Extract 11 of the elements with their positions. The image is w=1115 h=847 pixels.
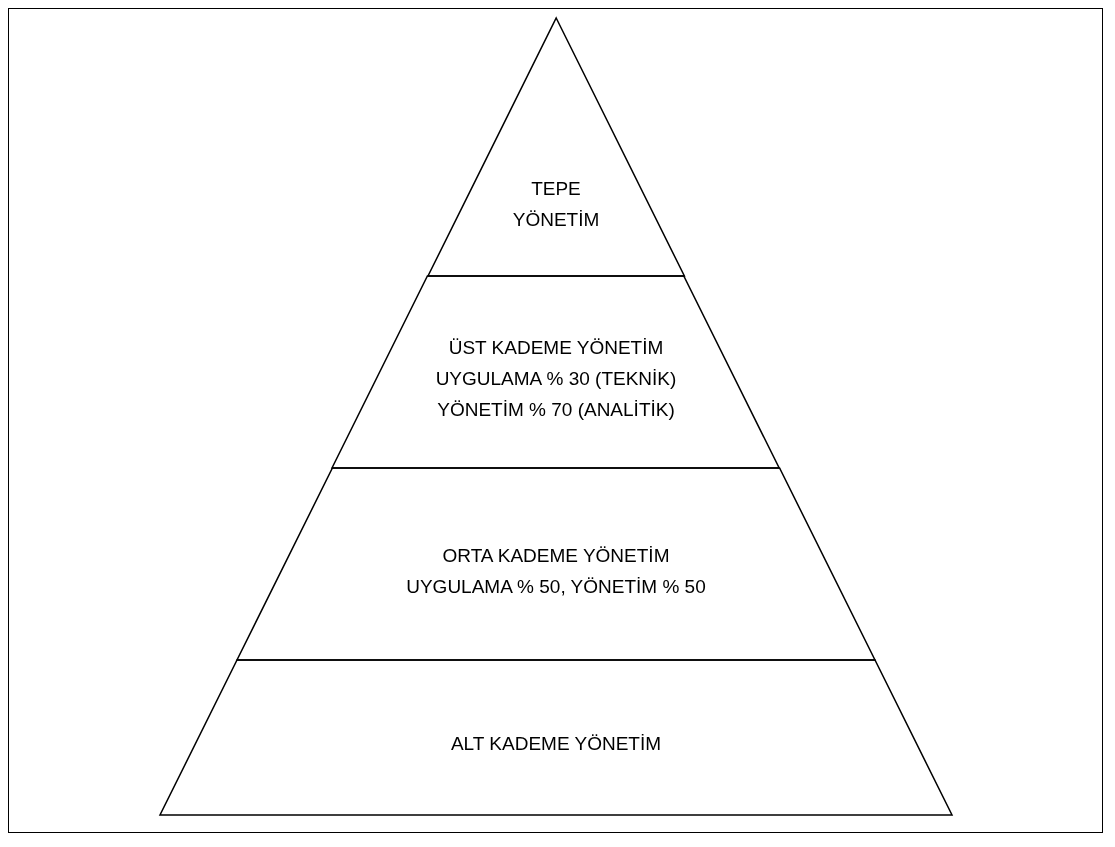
- level-title: TEPE YÖNETİM: [511, 177, 601, 232]
- level-title: ÜST KADEME YÖNETİM: [448, 336, 664, 360]
- pyramid-band: [332, 276, 780, 468]
- level-ratio: UYGULAMA % 30 (TEKNİK): [435, 367, 677, 391]
- level-title: ALT KADEME YÖNETİM: [450, 732, 662, 756]
- pyramid-apex: [427, 18, 685, 276]
- pyramid-band: [160, 660, 952, 815]
- pyramid-band: [237, 468, 875, 660]
- level-ratio: UYGULAMA % 50, YÖNETİM % 50: [406, 575, 706, 599]
- level-ratio: YÖNETİM % 70 (ANALİTİK): [437, 398, 675, 422]
- level-title: ORTA KADEME YÖNETİM: [442, 544, 670, 568]
